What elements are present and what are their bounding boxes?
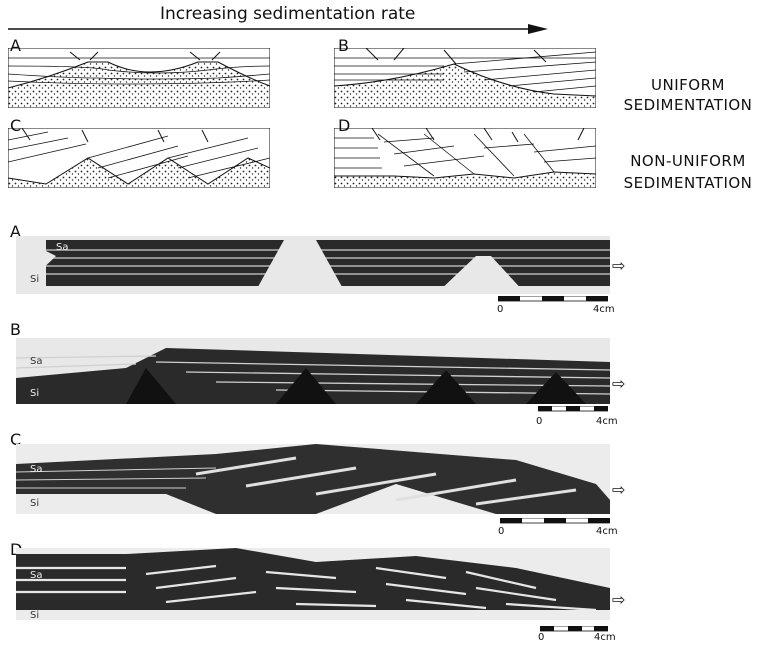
section-c-scale-end: 4cm — [596, 526, 618, 537]
sedimentation-rate-arrow — [8, 24, 548, 34]
section-c-scale-bar — [500, 518, 610, 524]
figure-title: Increasing sedimentation rate — [160, 4, 415, 24]
nonuniform-label-line1: NON-UNIFORM — [612, 152, 764, 170]
section-b-scale-bar — [538, 406, 608, 412]
section-d-sa-label: Sa — [30, 570, 42, 581]
section-b-scale-zero: 0 — [536, 416, 542, 427]
section-b-image — [16, 338, 610, 404]
section-a-scale-zero: 0 — [497, 304, 503, 315]
section-d-image — [16, 548, 610, 620]
section-a-sa-label: Sa — [56, 242, 68, 253]
uniform-label-line2: SEDIMENTATION — [612, 96, 764, 114]
sketch-d-nonuniform-high-rate — [334, 128, 596, 188]
nonuniform-label-line2: SEDIMENTATION — [612, 174, 764, 192]
section-a-image — [16, 236, 610, 294]
section-a-si-label: Si — [30, 274, 39, 285]
section-d-arrow-icon: ⇨ — [612, 590, 625, 609]
section-c-sa-label: Sa — [30, 464, 42, 475]
section-d-si-label: Si — [30, 610, 39, 621]
section-label-b: B — [10, 320, 21, 339]
section-c-image — [16, 444, 610, 514]
section-b-scale-end: 4cm — [596, 416, 618, 427]
section-b-si-label: Si — [30, 388, 39, 399]
section-c-arrow-icon: ⇨ — [612, 480, 625, 499]
section-b-sa-label: Sa — [30, 356, 42, 367]
section-a-scale-bar — [498, 296, 608, 302]
sketch-a-uniform-low-rate — [8, 48, 270, 108]
section-c-si-label: Si — [30, 498, 39, 509]
sketch-c-nonuniform-low-rate — [8, 128, 270, 188]
sketch-b-uniform-high-rate — [334, 48, 596, 108]
section-d-scale-zero: 0 — [538, 632, 544, 643]
section-c-scale-zero: 0 — [498, 526, 504, 537]
section-d-scale-end: 4cm — [594, 632, 616, 643]
uniform-label-line1: UNIFORM — [612, 76, 764, 94]
section-a-arrow-icon: ⇨ — [612, 256, 625, 275]
section-a-scale-end: 4cm — [593, 304, 615, 315]
section-b-arrow-icon: ⇨ — [612, 374, 625, 393]
